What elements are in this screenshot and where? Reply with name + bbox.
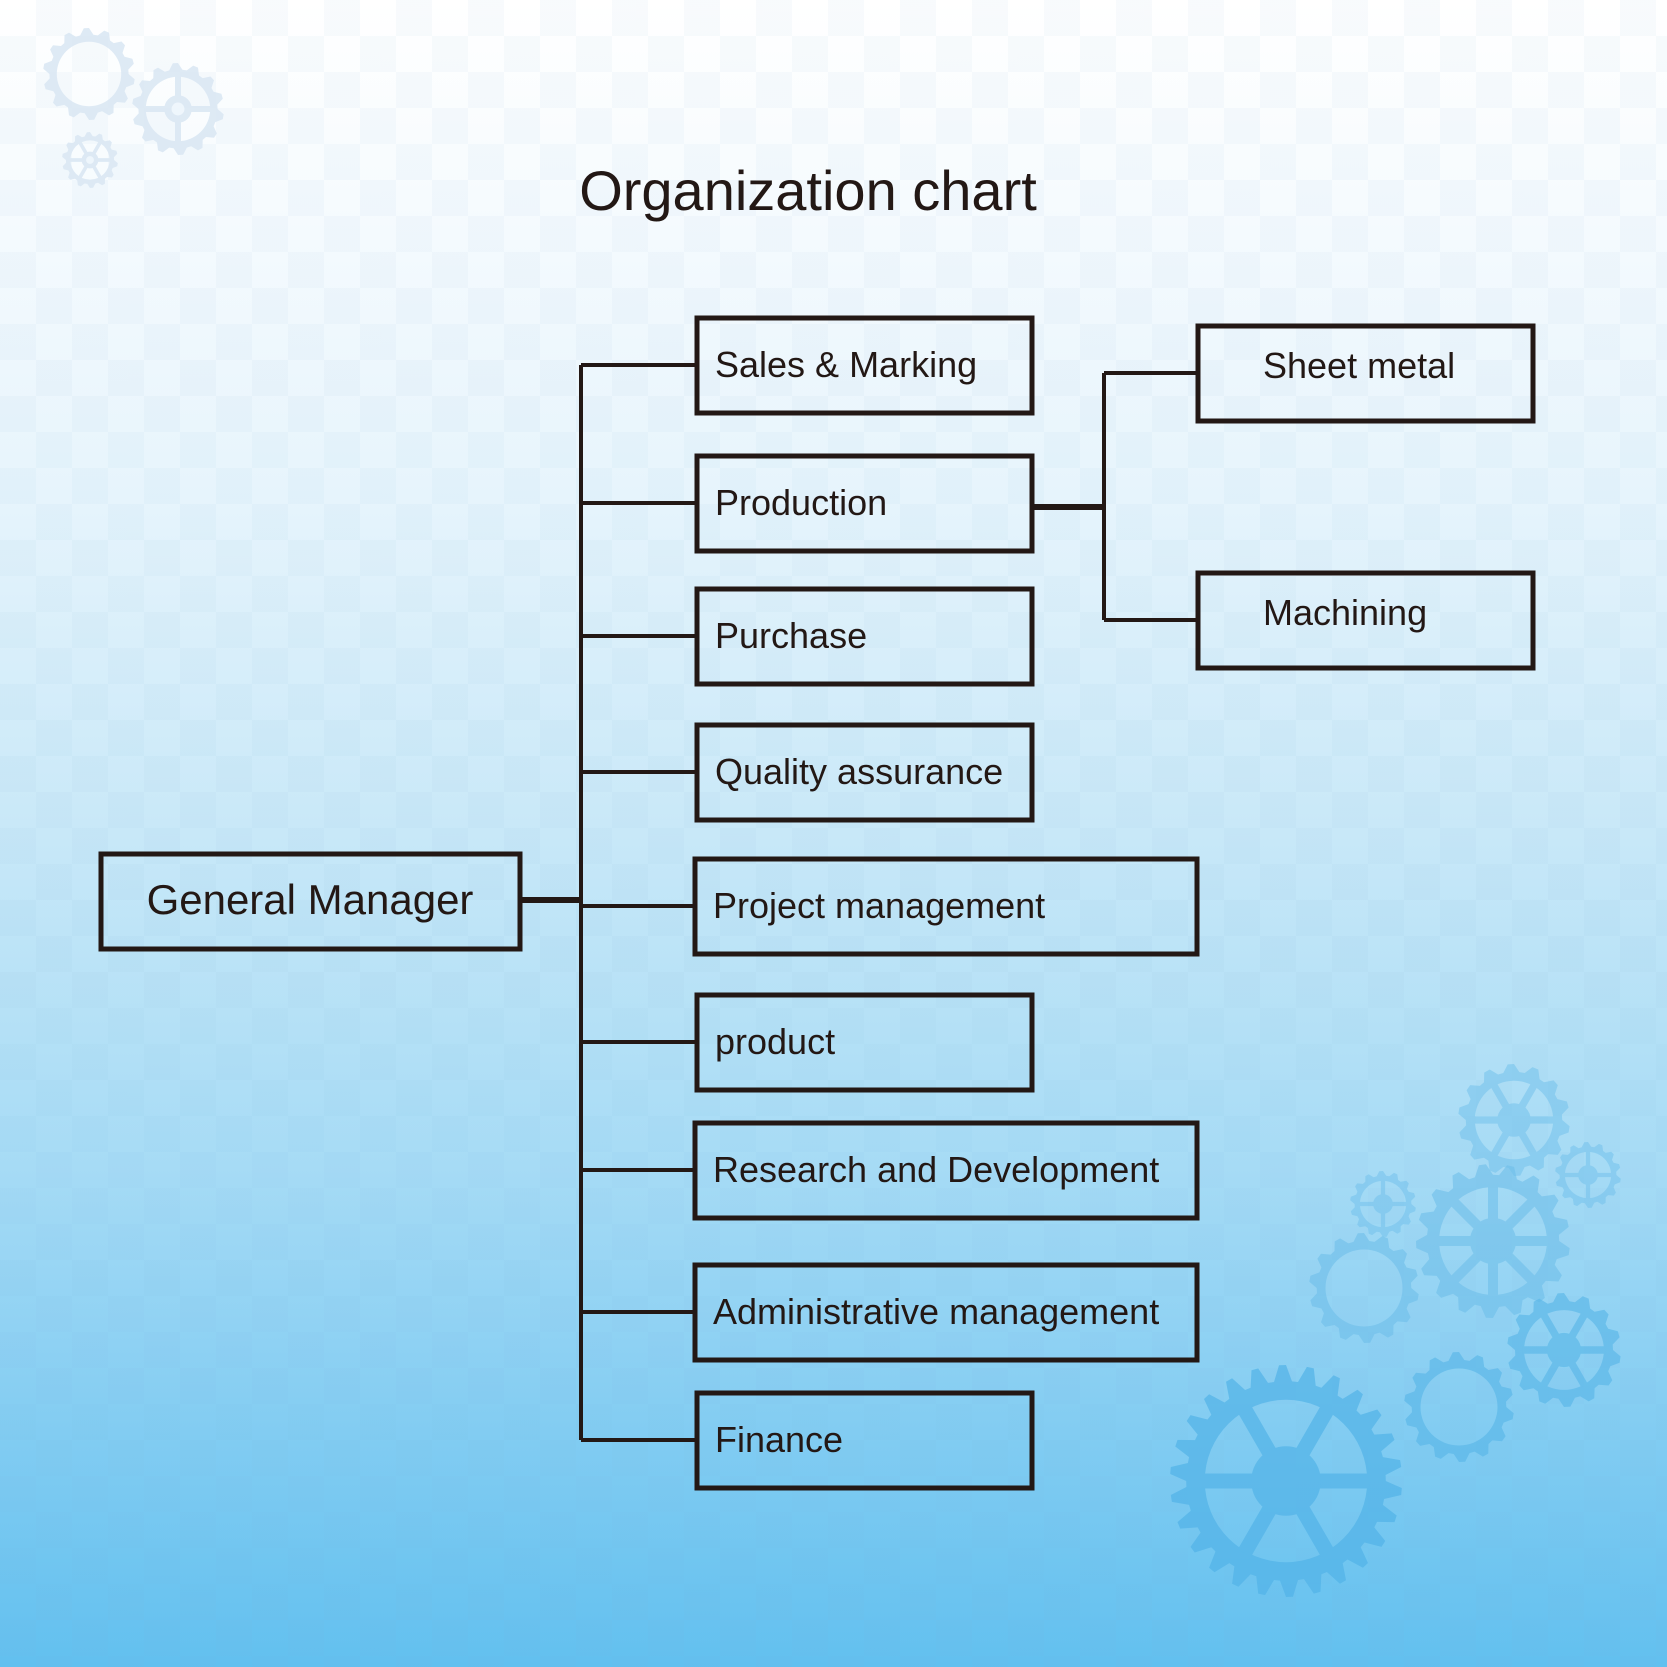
gear-icon — [1309, 1233, 1419, 1343]
node-label: product — [715, 1021, 835, 1062]
node-product[interactable]: product — [694, 992, 1035, 1093]
node-box — [694, 453, 1035, 554]
node-label: Production — [715, 482, 887, 523]
node-label: Purchase — [715, 615, 867, 656]
node-box — [694, 315, 1035, 416]
node-box — [98, 851, 523, 952]
gear-icon — [43, 28, 135, 120]
node-label: Research and Development — [713, 1149, 1159, 1190]
gear-icon — [1507, 1293, 1621, 1407]
chart-title: Organization chart — [579, 159, 1037, 222]
node-admin[interactable]: Administrative management — [692, 1262, 1200, 1363]
gear-icon — [1555, 1142, 1621, 1208]
node-box — [692, 856, 1200, 957]
node-sales[interactable]: Sales & Marking — [694, 315, 1035, 416]
node-label: Quality assurance — [715, 751, 1003, 792]
node-box — [1195, 570, 1536, 671]
node-label: Finance — [715, 1419, 843, 1460]
node-machining[interactable]: Machining — [1195, 570, 1536, 671]
node-box — [692, 1120, 1200, 1221]
node-general-manager[interactable]: General Manager — [98, 851, 523, 952]
gear-icon — [62, 132, 118, 188]
gear-icon — [1416, 1164, 1570, 1318]
node-label: Project management — [713, 885, 1045, 926]
gear-icon — [1170, 1365, 1402, 1597]
node-box — [692, 1262, 1200, 1363]
node-qa[interactable]: Quality assurance — [694, 722, 1035, 823]
gear-icon — [1404, 1352, 1514, 1462]
node-sheet_metal[interactable]: Sheet metal — [1195, 323, 1536, 424]
node-box — [694, 992, 1035, 1093]
node-pm[interactable]: Project management — [692, 856, 1200, 957]
gear-icon — [132, 63, 224, 155]
node-rnd[interactable]: Research and Development — [692, 1120, 1200, 1221]
department-nodes: Sales & MarkingProductionPurchaseQuality… — [692, 315, 1200, 1491]
node-production[interactable]: Production — [694, 453, 1035, 554]
node-box — [694, 1390, 1035, 1491]
connectors — [520, 363, 1198, 1442]
node-box — [694, 722, 1035, 823]
node-finance[interactable]: Finance — [694, 1390, 1035, 1491]
node-purchase[interactable]: Purchase — [694, 586, 1035, 687]
node-label: Sheet metal — [1263, 345, 1455, 386]
gear-icon — [1458, 1064, 1570, 1176]
node-label: General Manager — [147, 876, 474, 923]
node-box — [694, 586, 1035, 687]
gear-icon — [1350, 1171, 1416, 1237]
node-label: Administrative management — [713, 1291, 1159, 1332]
node-label: Sales & Marking — [715, 344, 977, 385]
node-label: Machining — [1263, 592, 1427, 633]
node-box — [1195, 323, 1536, 424]
